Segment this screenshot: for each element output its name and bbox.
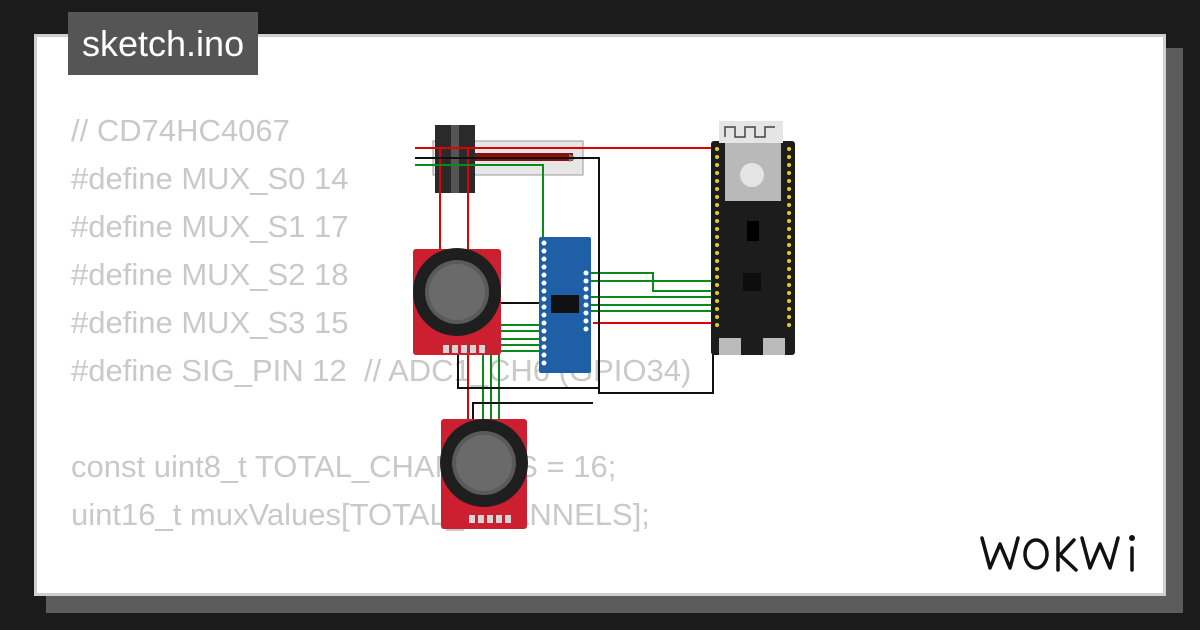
code-editor: // CD74HC4067 #define MUX_S0 14 #define …: [71, 107, 692, 593]
code-line: uint16_t muxValues[TOTAL_CHANNELS];: [71, 497, 650, 532]
code-line: #define SIG_PIN 12 // ADC1_CH6 (GPIO34): [71, 353, 692, 388]
code-line: // CD74HC4067: [71, 113, 290, 148]
mux-board[interactable]: [539, 237, 591, 373]
code-line: #define MUX_S0 14: [71, 161, 349, 196]
esp32-board[interactable]: [711, 121, 795, 355]
project-preview-card: // CD74HC4067 #define MUX_S0 14 #define …: [34, 34, 1166, 596]
wokwi-logo: [980, 535, 1135, 572]
code-line: #define MUX_S2 18: [71, 257, 349, 292]
circuit-diagram: [413, 121, 795, 529]
file-tab[interactable]: sketch.ino: [68, 12, 259, 75]
code-line: #define MUX_S1 17: [71, 209, 349, 244]
joystick-1[interactable]: [413, 248, 501, 355]
code-line: #define MUX_S3 15: [71, 305, 349, 340]
joystick-2[interactable]: [440, 419, 528, 529]
ground-wires: [415, 157, 714, 423]
